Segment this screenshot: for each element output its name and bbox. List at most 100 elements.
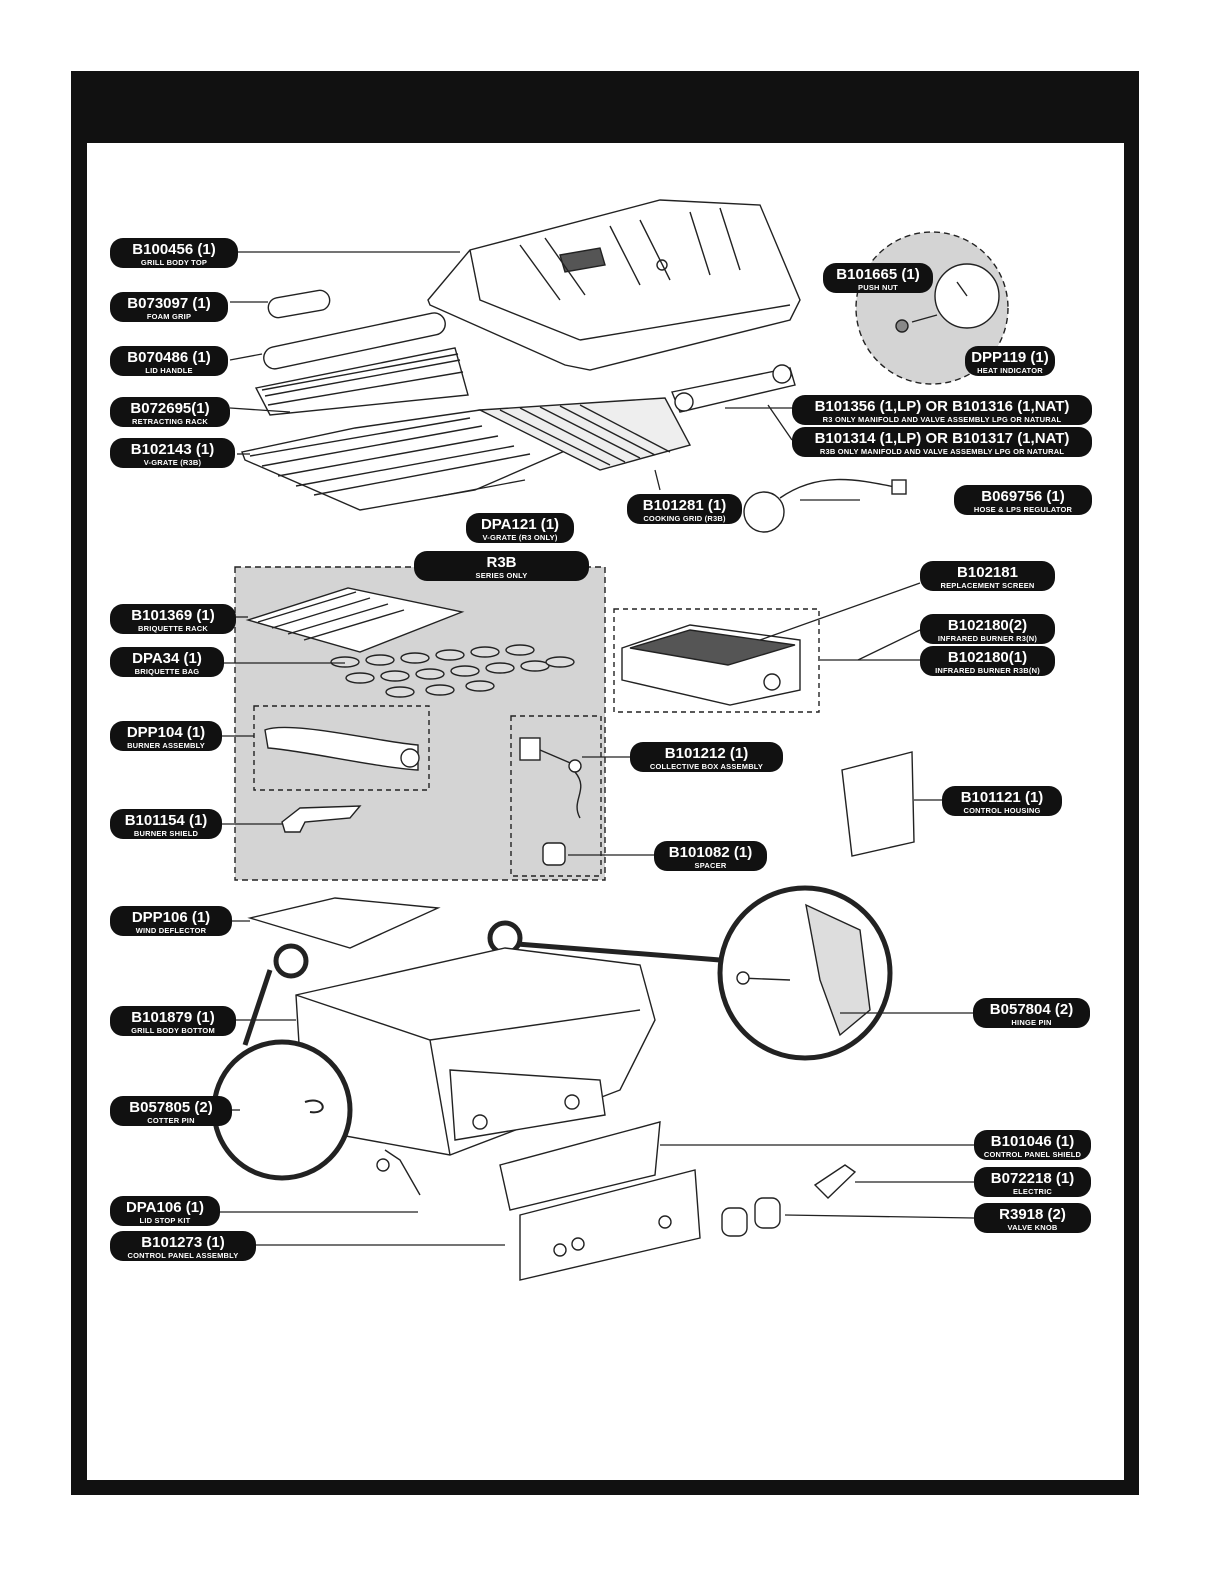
part-number: B102181 <box>957 564 1018 581</box>
part-number: DPA121 (1) <box>480 516 560 533</box>
part-number: B102143 (1) <box>130 441 215 458</box>
label-control-panel-assembly: B101273 (1)CONTROL PANEL ASSEMBLY <box>110 1231 256 1261</box>
label-cooking-grid: B101281 (1)COOKING GRID (R3B) <box>627 494 742 524</box>
collective-box-zone <box>510 715 602 877</box>
part-description: COOKING GRID (R3B) <box>643 514 726 523</box>
label-manifold-r3: B101356 (1,LP) OR B101316 (1,NAT)R3 ONLY… <box>792 395 1092 425</box>
burner-assembly-box <box>253 705 430 791</box>
part-number: B072218 (1) <box>990 1170 1075 1187</box>
part-description: V-GRATE (R3B) <box>143 458 202 467</box>
label-control-panel-shield: B101046 (1)CONTROL PANEL SHIELD <box>974 1130 1091 1160</box>
part-number: B100456 (1) <box>132 241 216 258</box>
part-description: BURNER SHIELD <box>133 829 199 838</box>
part-number: B101369 (1) <box>131 607 215 624</box>
part-description: INFRARED BURNER R3B(N) <box>935 666 1040 675</box>
label-manifold-r3b: B101314 (1,LP) OR B101317 (1,NAT)R3B ONL… <box>792 427 1092 457</box>
label-hinge-pin: B057804 (2)HINGE PIN <box>973 998 1090 1028</box>
label-infrared-burner-r3b: B102180(1)INFRARED BURNER R3B(N) <box>920 646 1055 676</box>
part-number: B102180(2) <box>947 617 1028 634</box>
part-description: HOSE & LPS REGULATOR <box>973 505 1073 514</box>
part-number: B101212 (1) <box>664 745 749 762</box>
part-description: HEAT INDICATOR <box>977 366 1043 375</box>
part-description: LID HANDLE <box>145 366 193 375</box>
part-number: B057804 (2) <box>989 1001 1074 1018</box>
label-burner-assembly: DPP104 (1)BURNER ASSEMBLY <box>110 721 222 751</box>
part-description: RETRACTING RACK <box>132 417 208 426</box>
part-number: B101665 (1) <box>836 266 920 283</box>
part-number: DPA106 (1) <box>125 1199 205 1216</box>
part-description: CONTROL PANEL SHIELD <box>983 1150 1082 1159</box>
part-number: DPA34 (1) <box>132 650 202 667</box>
label-hose-regulator: B069756 (1)HOSE & LPS REGULATOR <box>954 485 1092 515</box>
part-description: CONTROL HOUSING <box>963 806 1041 815</box>
part-description: BURNER ASSEMBLY <box>127 741 205 750</box>
part-description: SERIES ONLY <box>475 571 528 580</box>
part-number: B101879 (1) <box>131 1009 215 1026</box>
part-number: DPP119 (1) <box>971 349 1049 366</box>
part-number: DPP104 (1) <box>126 724 206 741</box>
part-number: B069756 (1) <box>981 488 1065 505</box>
label-v-grate-r3: DPA121 (1)V-GRATE (R3 ONLY) <box>466 513 574 543</box>
part-number: B101046 (1) <box>990 1133 1075 1150</box>
part-description: GRILL BODY TOP <box>140 258 208 267</box>
part-description: LID STOP KIT <box>139 1216 191 1225</box>
label-lid-stop-kit: DPA106 (1)LID STOP KIT <box>110 1196 220 1226</box>
label-cotter-pin: B057805 (2)COTTER PIN <box>110 1096 232 1126</box>
part-description: COTTER PIN <box>147 1116 195 1125</box>
part-number: B101082 (1) <box>668 844 753 861</box>
part-number: B101281 (1) <box>642 497 727 514</box>
part-description: PUSH NUT <box>858 283 898 292</box>
label-briquette-rack: B101369 (1)BRIQUETTE RACK <box>110 604 236 634</box>
part-description: R3 ONLY MANIFOLD AND VALVE ASSEMBLY LPG … <box>822 415 1062 424</box>
label-control-housing: B101121 (1)CONTROL HOUSING <box>942 786 1062 816</box>
part-description: CONTROL PANEL ASSEMBLY <box>127 1251 239 1260</box>
label-wind-deflector: DPP106 (1)WIND DEFLECTOR <box>110 906 232 936</box>
label-collective-box: B101212 (1)COLLECTIVE BOX ASSEMBLY <box>630 742 783 772</box>
label-burner-shield: B101154 (1)BURNER SHIELD <box>110 809 222 839</box>
part-number: B070486 (1) <box>127 349 211 366</box>
label-retracting-rack: B072695(1)RETRACTING RACK <box>110 397 230 427</box>
label-foam-grip: B073097 (1)FOAM GRIP <box>110 292 228 322</box>
part-description: ELECTRIC <box>1012 1187 1053 1196</box>
label-infrared-burner-r3: B102180(2)INFRARED BURNER R3(N) <box>920 614 1055 644</box>
part-number: B072695(1) <box>130 400 210 417</box>
part-number: R3918 (2) <box>999 1206 1066 1223</box>
label-valve-knob: R3918 (2)VALVE KNOB <box>974 1203 1091 1233</box>
briquette-bag-drawing <box>330 644 575 698</box>
grill-body-top-drawing <box>427 199 801 371</box>
part-description: REPLACEMENT SCREEN <box>940 581 1035 590</box>
part-description: WIND DEFLECTOR <box>135 926 207 935</box>
infrared-burner-zone <box>613 608 820 713</box>
label-lid-handle: B070486 (1)LID HANDLE <box>110 346 228 376</box>
part-number: R3B <box>486 554 517 571</box>
part-description: COLLECTIVE BOX ASSEMBLY <box>649 762 764 771</box>
label-grill-body-bottom: B101879 (1)GRILL BODY BOTTOM <box>110 1006 236 1036</box>
part-number: B101314 (1,LP) OR B101317 (1,NAT) <box>814 430 1070 447</box>
part-description: HINGE PIN <box>1011 1018 1052 1027</box>
part-description: VALVE KNOB <box>1007 1223 1058 1232</box>
part-number: B102180(1) <box>947 649 1028 666</box>
part-number: B101121 (1) <box>960 789 1044 806</box>
label-push-nut: B101665 (1)PUSH NUT <box>823 263 933 293</box>
label-electric: B072218 (1)ELECTRIC <box>974 1167 1091 1197</box>
label-v-grate-r3b: B102143 (1)V-GRATE (R3B) <box>110 438 235 468</box>
part-description: BRIQUETTE BAG <box>134 667 200 676</box>
label-heat-indicator: DPP119 (1)HEAT INDICATOR <box>965 346 1055 376</box>
grill-body-bottom-drawing <box>295 947 656 1156</box>
part-number: B057805 (2) <box>129 1099 213 1116</box>
part-description: SPACER <box>694 861 727 870</box>
part-description: V-GRATE (R3 ONLY) <box>482 533 558 542</box>
part-description: R3B ONLY MANIFOLD AND VALVE ASSEMBLY LPG… <box>819 447 1065 456</box>
part-description: FOAM GRIP <box>146 312 192 321</box>
part-number: B101154 (1) <box>124 812 208 829</box>
label-spacer: B101082 (1)SPACER <box>654 841 767 871</box>
label-briquette-bag: DPA34 (1)BRIQUETTE BAG <box>110 647 224 677</box>
label-grill-body-top: B100456 (1)GRILL BODY TOP <box>110 238 238 268</box>
part-description: GRILL BODY BOTTOM <box>131 1026 215 1035</box>
part-number: DPP106 (1) <box>131 909 211 926</box>
part-description: INFRARED BURNER R3(N) <box>937 634 1038 643</box>
part-description: BRIQUETTE RACK <box>138 624 208 633</box>
